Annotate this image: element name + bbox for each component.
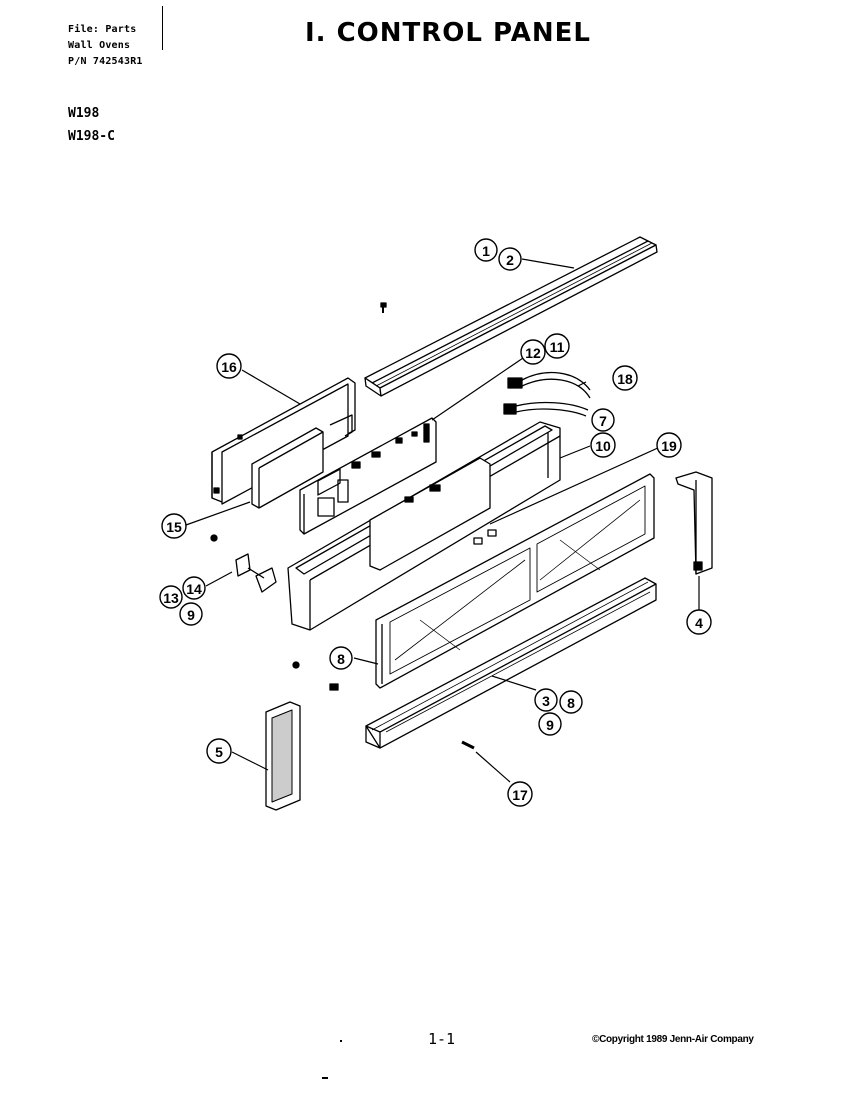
file-line: File: Parts: [68, 24, 137, 35]
callout-1: [474, 238, 498, 262]
callout-14: [182, 576, 206, 600]
callout-label: 2: [506, 252, 514, 268]
callout-label: 11: [550, 339, 565, 355]
model-item: W198-C: [68, 129, 115, 144]
callout-label: 19: [661, 438, 677, 454]
callout-13: [159, 585, 183, 609]
bottom-trim-rail: [365, 577, 657, 749]
screw-top: [380, 302, 387, 313]
scan-speck: [340, 1040, 342, 1042]
screw-left: [210, 534, 339, 691]
callout-17: [507, 781, 533, 807]
callout-label: 5: [215, 744, 223, 760]
callout-label: 7: [599, 413, 607, 429]
callout-label: 18: [617, 371, 633, 387]
top-trim-strip: [364, 236, 658, 397]
callout-label: 12: [525, 345, 541, 361]
model-item: W198: [68, 106, 100, 121]
model-list: W198 W198-C: [68, 102, 115, 148]
callout-9a: [179, 602, 203, 626]
callout-label: 9: [546, 717, 554, 733]
ribbon-cable: [503, 371, 591, 417]
callout-label: 3: [542, 693, 550, 709]
callout-label: 8: [567, 695, 575, 711]
callout-label: 1: [482, 243, 490, 259]
file-info: File: Parts Wall Ovens P/N 742543R1: [68, 22, 143, 70]
control-back-panel: [287, 421, 561, 631]
spring-pin: [461, 740, 475, 750]
leader-lines: [185, 258, 700, 783]
callout-label: 9: [187, 607, 195, 623]
page-title: I. CONTROL PANEL: [305, 18, 591, 48]
right-end-cap: [675, 471, 713, 575]
callout-9b: [538, 712, 562, 736]
callout-label: 10: [595, 438, 611, 454]
page-number: 1-1: [428, 1030, 456, 1048]
callout-label: 16: [221, 359, 237, 375]
callout-18: [612, 365, 638, 391]
callout-label: 15: [166, 519, 182, 535]
callout-12: [520, 339, 546, 365]
callout-19: [656, 432, 682, 458]
callout-balloons: [159, 238, 712, 807]
callout-8a: [329, 646, 353, 670]
callout-10: [590, 432, 616, 458]
left-end-cap: [265, 701, 301, 811]
callout-8b: [559, 690, 583, 714]
front-glass-panel: [375, 473, 655, 689]
callout-label: 17: [512, 787, 528, 803]
callout-3: [534, 688, 558, 712]
shield-plate: [251, 427, 324, 509]
copyright-notice: ©Copyright 1989 Jenn-Air Company: [592, 1034, 754, 1045]
callout-16: [216, 353, 242, 379]
margin-tick: [162, 6, 163, 50]
part-number-line: P/N 742543R1: [68, 56, 143, 67]
callout-11: [544, 333, 570, 359]
callout-label: 14: [186, 581, 202, 597]
callout-2: [498, 247, 522, 271]
callout-15: [161, 513, 187, 539]
callout-label: 4: [695, 615, 703, 631]
callout-7: [591, 408, 615, 432]
callout-5: [206, 738, 232, 764]
callout-label: 13: [163, 590, 179, 606]
category-line: Wall Ovens: [68, 40, 131, 51]
scan-speck: [322, 1077, 328, 1079]
callout-label: 8: [337, 651, 345, 667]
callout-4: [686, 609, 712, 635]
circuit-board: [299, 417, 437, 535]
clip-bracket: [235, 553, 277, 593]
